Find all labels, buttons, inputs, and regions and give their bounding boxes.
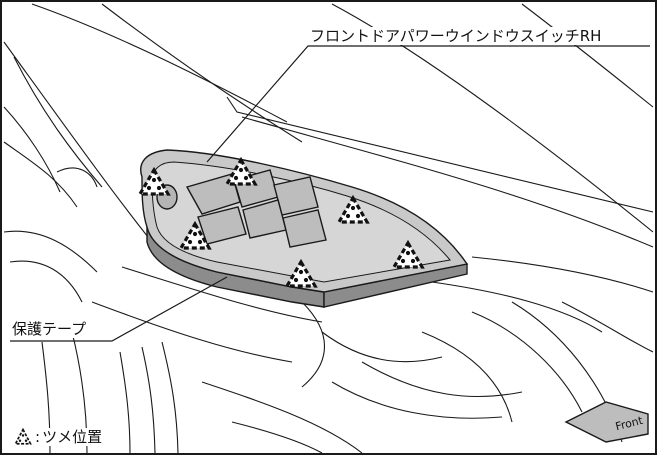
- claw-legend-icon: [14, 428, 32, 445]
- tape-label: 保護テープ: [10, 320, 89, 338]
- legend-text: ツメ位置: [42, 428, 103, 446]
- leader-lines: [10, 45, 650, 342]
- legend: : ツメ位置: [10, 428, 106, 446]
- legend-separator: :: [35, 428, 41, 446]
- front-arrow-icon: Front: [564, 401, 649, 443]
- power-window-switch: [140, 149, 469, 293]
- switch-label: フロントドアパワーウインドウスイッチRH: [308, 27, 604, 45]
